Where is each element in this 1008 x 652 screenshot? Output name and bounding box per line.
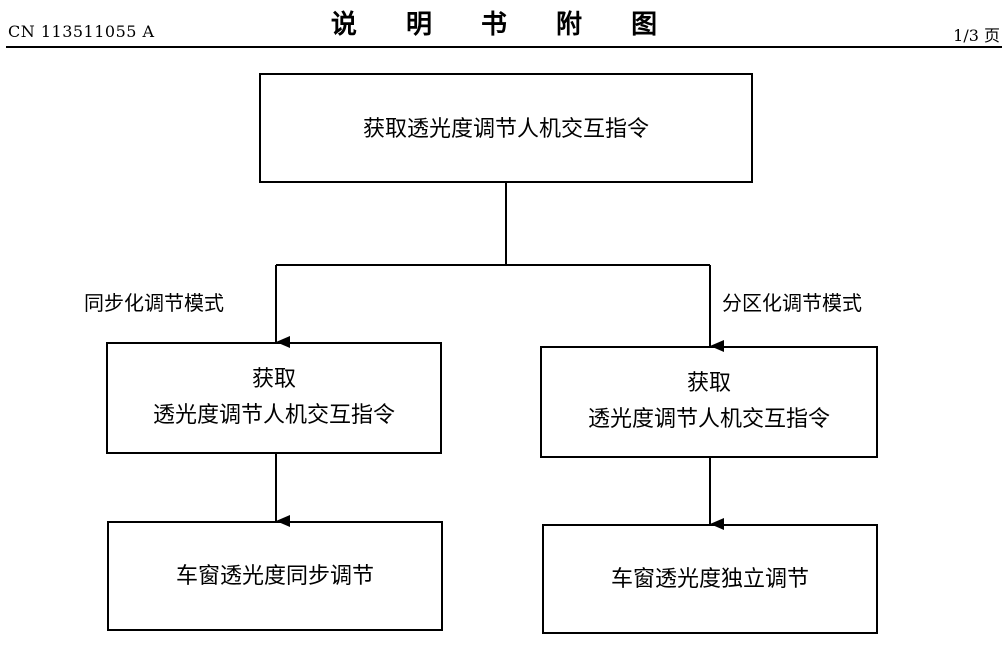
top-box-text: 获取透光度调节人机交互指令 — [363, 117, 649, 142]
patent-number: CN 113511055 A — [8, 22, 155, 41]
right-result-text: 车窗透光度独立调节 — [611, 567, 809, 592]
page-header: CN 113511055 A 说 明 书 附 图 1/3 页 — [0, 0, 1008, 48]
right-box-line2: 透光度调节人机交互指令 — [588, 407, 830, 432]
page-number: 1/3 页 — [953, 26, 1000, 45]
header-rule — [6, 46, 1002, 48]
left-branch-label: 同步化调节模式 — [84, 291, 224, 315]
left-box-line1: 获取 — [252, 367, 296, 392]
right-result-box — [542, 524, 878, 634]
right-process-box — [540, 346, 878, 458]
left-result-text: 车窗透光度同步调节 — [176, 564, 374, 589]
left-process-box — [106, 342, 442, 454]
right-box-line1: 获取 — [687, 371, 731, 396]
header-title: 说 明 书 附 图 — [330, 10, 678, 40]
left-box-line2: 透光度调节人机交互指令 — [153, 403, 395, 428]
right-branch-label: 分区化调节模式 — [722, 291, 862, 315]
left-result-box — [107, 521, 443, 631]
